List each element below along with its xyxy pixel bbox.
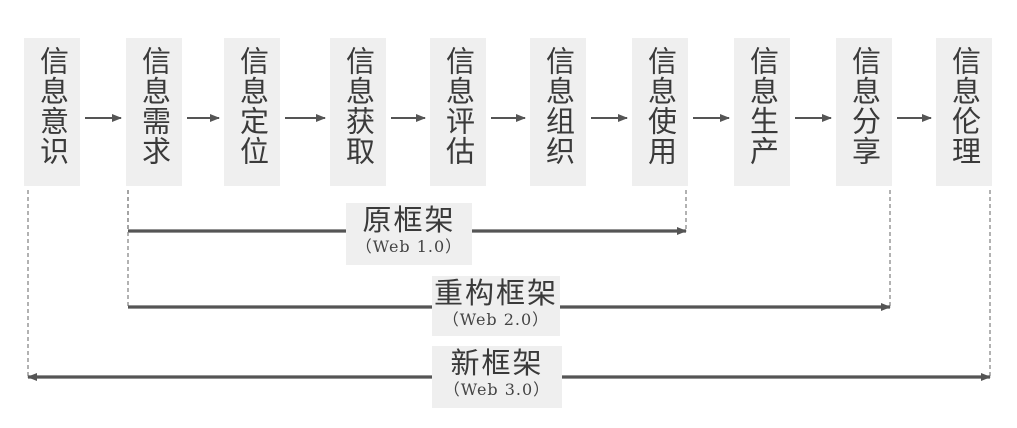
framework-label-web1: 原框架 （Web 1.0） <box>346 203 472 265</box>
stage-label: 信息组织 <box>541 46 576 166</box>
framework-subtitle: （Web 2.0） <box>442 310 550 329</box>
stage-box-9: 信息分享 <box>836 38 892 186</box>
stage-box-2: 信息需求 <box>126 38 182 186</box>
framework-label-web3: 新框架 （Web 3.0） <box>432 346 562 408</box>
stage-label: 信息评估 <box>441 46 476 166</box>
stage-label: 信息意识 <box>35 46 70 166</box>
stage-label: 信息获取 <box>341 46 376 166</box>
stage-box-1: 信息意识 <box>24 38 80 186</box>
stage-box-3: 信息定位 <box>224 38 280 186</box>
stage-box-8: 信息生产 <box>734 38 790 186</box>
stage-label: 信息生产 <box>745 46 780 166</box>
framework-title: 重构框架 <box>433 276 558 310</box>
stage-label: 信息需求 <box>137 46 172 166</box>
stage-box-6: 信息组织 <box>530 38 586 186</box>
stage-label: 信息使用 <box>643 46 678 166</box>
framework-subtitle: （Web 3.0） <box>443 380 551 399</box>
stage-box-10: 信息伦理 <box>936 38 992 186</box>
stage-label: 信息分享 <box>847 46 882 166</box>
stage-box-5: 信息评估 <box>430 38 486 186</box>
stage-box-4: 信息获取 <box>330 38 386 186</box>
stage-label: 信息定位 <box>235 46 270 166</box>
stage-label: 信息伦理 <box>947 46 982 166</box>
framework-title: 原框架 <box>362 203 456 237</box>
stage-box-7: 信息使用 <box>632 38 688 186</box>
framework-title: 新框架 <box>450 346 544 380</box>
framework-subtitle: （Web 1.0） <box>355 237 463 256</box>
framework-label-web2: 重构框架 （Web 2.0） <box>432 276 560 336</box>
